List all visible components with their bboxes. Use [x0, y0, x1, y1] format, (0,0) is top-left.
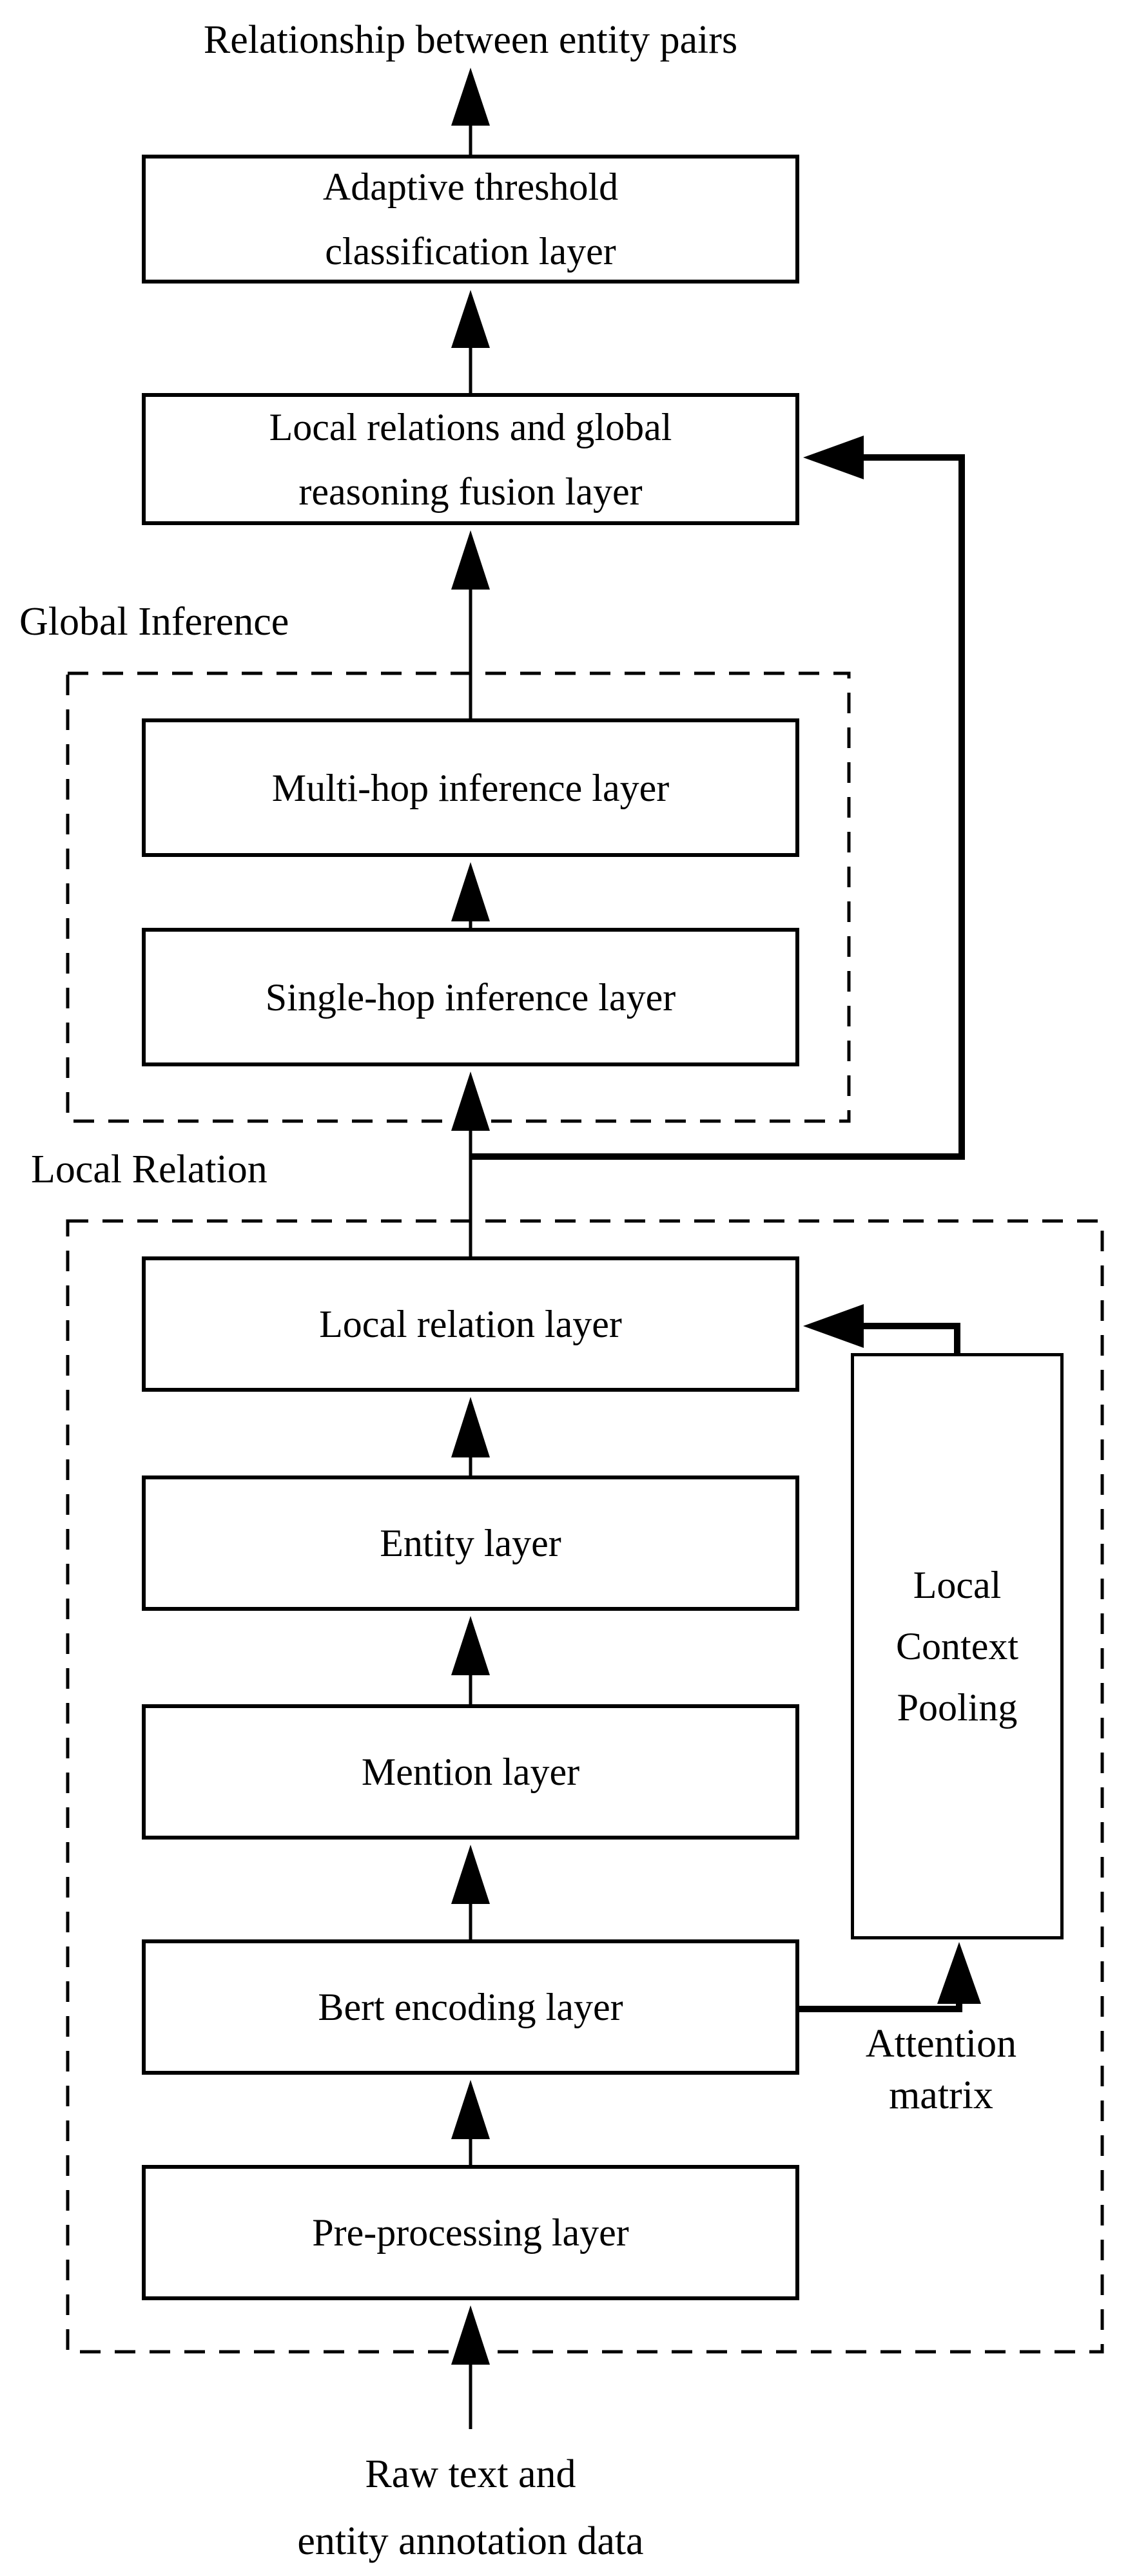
group-label-local-relation: Local Relation — [31, 1148, 267, 1191]
node-bert-encoding-layer: Bert encoding layer — [142, 1939, 799, 2075]
node-label-line: Bert encoding layer — [318, 1986, 623, 2028]
node-local-relation-layer: Local relation layer — [142, 1256, 799, 1392]
node-single-hop: Single-hop inference layer — [142, 928, 799, 1066]
arrowhead — [451, 2080, 490, 2139]
group-label-global-inference: Global Inference — [19, 600, 289, 644]
input-label: Raw text and entity annotation data — [148, 2441, 793, 2575]
node-preprocessing-layer: Pre-processing layer — [142, 2165, 799, 2300]
node-entity-layer: Entity layer — [142, 1475, 799, 1611]
node-fusion-layer: Local relations and global reasoning fus… — [142, 393, 799, 525]
node-label-line: Single-hop inference layer — [265, 976, 676, 1019]
node-label-line: Multi-hop inference layer — [271, 766, 670, 809]
arrowhead-into-fusion — [803, 436, 864, 479]
attention-matrix-line: Attention — [865, 2022, 1017, 2066]
attention-matrix-label: Attention matrix — [799, 2018, 1083, 2121]
node-label-line: reasoning fusion layer — [298, 470, 643, 513]
feedback-arrowheads — [803, 436, 981, 2004]
arrowhead — [451, 530, 490, 590]
line-bert-to-lcp — [799, 2003, 962, 2012]
arrowhead — [451, 290, 490, 348]
output-label: Relationship between entity pairs — [203, 18, 738, 62]
arrowhead-into-lcp — [937, 1942, 981, 2004]
line-localrelation-to-fusion — [471, 454, 965, 1160]
arrowhead — [451, 1845, 490, 1904]
flow-arrows — [451, 68, 490, 2429]
arrowhead — [451, 1397, 490, 1457]
local-relation-dashed-box — [66, 1219, 1104, 2354]
node-mention-layer: Mention layer — [142, 1704, 799, 1840]
node-adaptive-threshold: Adaptive threshold classification layer — [142, 155, 799, 284]
node-label-line: Pre-processing layer — [312, 2211, 629, 2254]
input-label-line: entity annotation data — [297, 2519, 644, 2563]
arrowhead — [451, 862, 490, 921]
node-label-line: classification layer — [325, 230, 616, 273]
node-label-line: Pooling — [897, 1686, 1018, 1729]
line-lcp-to-localrelation — [862, 1323, 960, 1353]
arrowhead — [451, 2305, 490, 2365]
node-label-line: Entity layer — [380, 1522, 561, 1564]
node-multi-hop: Multi-hop inference layer — [142, 718, 799, 857]
feedback-connectors — [471, 454, 965, 2012]
node-label-line: Mention layer — [361, 1751, 580, 1793]
input-label-line: Raw text and — [365, 2452, 576, 2496]
arrowhead — [451, 1616, 490, 1675]
node-label-line: Adaptive threshold — [322, 166, 619, 208]
node-label-line: Local relation layer — [319, 1303, 622, 1345]
arrowhead — [451, 1072, 490, 1131]
node-label-line: Local — [913, 1563, 1002, 1606]
node-local-context-pooling: Local Context Pooling — [851, 1353, 1064, 1939]
node-label-line: Context — [896, 1624, 1018, 1668]
attention-matrix-line: matrix — [889, 2073, 993, 2117]
arrowhead — [451, 68, 490, 126]
node-label-line: Local relations and global — [269, 405, 672, 448]
arrowhead-into-localrelation — [803, 1304, 864, 1348]
